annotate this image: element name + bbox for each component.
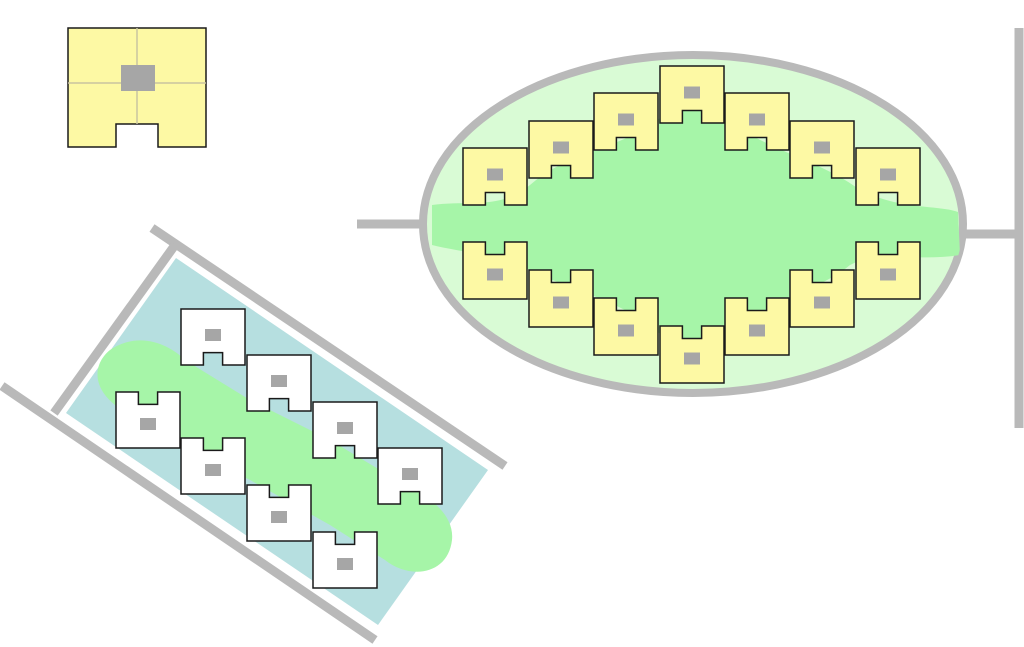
unit-core [553, 141, 569, 154]
oval-unit-bottom-1 [462, 241, 528, 300]
oval-unit-top-3 [593, 92, 659, 151]
unit-core [814, 296, 830, 309]
rect-unit-top-3 [312, 401, 378, 459]
unit-core [814, 141, 830, 154]
unit-core [749, 324, 765, 337]
unit-core [487, 268, 503, 281]
site-road-connector [50, 242, 179, 416]
unit-core [684, 86, 700, 99]
unit-core [684, 352, 700, 365]
unit-core [140, 418, 156, 430]
unit-core [337, 422, 353, 434]
oval-unit-bottom-6 [789, 269, 855, 328]
rect-unit-group [115, 308, 443, 589]
unit-core [337, 558, 353, 570]
unit-core [618, 324, 634, 337]
rect-unit-bottom-2 [180, 437, 246, 495]
unit-core [749, 113, 765, 126]
unit-core [271, 375, 287, 387]
rect-unit-bottom-1 [115, 391, 181, 449]
oval-unit-top-5 [724, 92, 790, 151]
oval-unit-top-1 [462, 147, 528, 206]
unit-core [205, 464, 221, 476]
oval-unit-bottom-3 [593, 297, 659, 356]
oval-unit-group [462, 65, 921, 384]
site-road-lower [0, 382, 378, 644]
oval-unit-bottom-4 [659, 325, 725, 384]
site-road-upper [149, 224, 508, 470]
rect-unit-top-1 [180, 308, 246, 366]
unit-core [553, 296, 569, 309]
legend-unit-core [121, 65, 155, 91]
rect-unit-bottom-4 [312, 531, 378, 589]
unit-core [618, 113, 634, 126]
oval-cluster [357, 28, 1024, 428]
unit-core [880, 168, 896, 181]
rect-unit-top-2 [246, 354, 312, 412]
oval-unit-top-4 [659, 65, 725, 124]
unit-core [271, 511, 287, 523]
rect-green-space [97, 340, 453, 572]
oval-unit-bottom-2 [528, 269, 594, 328]
unit-core [205, 329, 221, 341]
unit-core [402, 468, 418, 480]
rect-cluster [0, 224, 508, 644]
oval-unit-bottom-7 [855, 241, 921, 300]
unit-core [487, 168, 503, 181]
rect-unit-bottom-3 [246, 484, 312, 542]
oval-unit-bottom-5 [724, 297, 790, 356]
unit-core [880, 268, 896, 281]
legend-unit [67, 27, 207, 148]
oval-unit-top-6 [789, 120, 855, 179]
oval-unit-top-2 [528, 120, 594, 179]
oval-unit-top-7 [855, 147, 921, 206]
rect-unit-top-4 [377, 447, 443, 505]
